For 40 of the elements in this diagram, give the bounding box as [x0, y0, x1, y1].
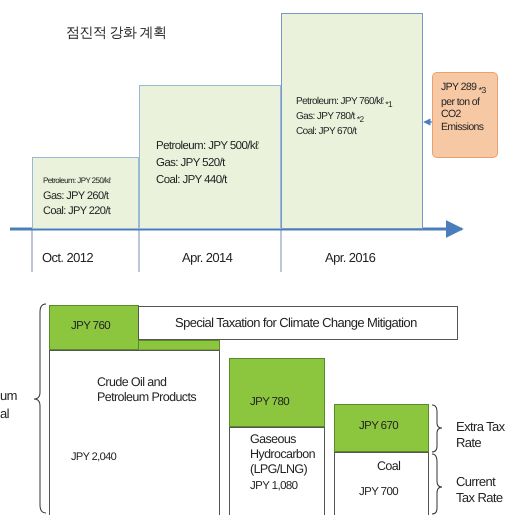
- arrow: [423, 118, 432, 126]
- side-label: Extra Tax Rate: [456, 419, 505, 452]
- box-text: JPY 700: [359, 486, 398, 498]
- box-text: Gaseous Hydrocarbon (LPG/LNG): [250, 432, 316, 477]
- box-text: Gas: JPY 260/t: [43, 190, 108, 202]
- box-text: Gas: JPY 780/t $_{*2}$: [296, 111, 364, 124]
- box-text: Petroleum: JPY 760/kℓ $_{*1}$: [296, 96, 392, 109]
- side-label: um: [0, 388, 17, 403]
- date-label: Apr. 2016: [325, 250, 376, 265]
- box-text: Coal: JPY 440/t: [156, 174, 227, 186]
- box-text: JPY 1,080: [250, 480, 298, 492]
- callout-box: [432, 72, 498, 158]
- box-text: Coal: JPY 670/t: [296, 126, 356, 137]
- box-text: Petroleum: JPY 500/kℓ: [156, 140, 258, 152]
- step-box: [139, 85, 281, 229]
- bar-segment: [334, 452, 429, 515]
- title-box: [138, 306, 458, 340]
- date-label: Apr. 2014: [182, 250, 232, 265]
- box-text: JPY 760: [71, 320, 110, 332]
- bar-segment: [229, 358, 325, 427]
- box-text: JPY 780: [250, 396, 290, 408]
- box-text: Coal: JPY 220/t: [43, 205, 110, 217]
- title: 점진적 강화 계획: [66, 24, 166, 42]
- date-label: Oct. 2012: [42, 250, 93, 265]
- side-label: al: [0, 406, 9, 421]
- bar-segment: [334, 404, 429, 452]
- step-box: [32, 157, 139, 229]
- bar-segment: [49, 350, 220, 515]
- side-label: Current Tax Rate: [456, 474, 504, 506]
- step-box: [281, 13, 423, 229]
- title-text: Special Taxation for Climate Change Mitigation: [175, 315, 417, 330]
- box-text: Gas: JPY 520/t: [156, 157, 225, 169]
- box-text: JPY 289 $_{*3}$ per ton of CO2 Emissions: [441, 81, 487, 134]
- box-text: Petroleum: JPY 250/kℓ: [43, 176, 110, 185]
- box-text: JPY 670: [359, 420, 398, 432]
- box-text: JPY 2,040: [71, 451, 116, 463]
- bar-segment: [49, 305, 139, 350]
- box-text: Crude Oil and Petroleum Products: [97, 375, 197, 405]
- bar-segment: [229, 427, 325, 515]
- box-text: Coal: [377, 459, 400, 473]
